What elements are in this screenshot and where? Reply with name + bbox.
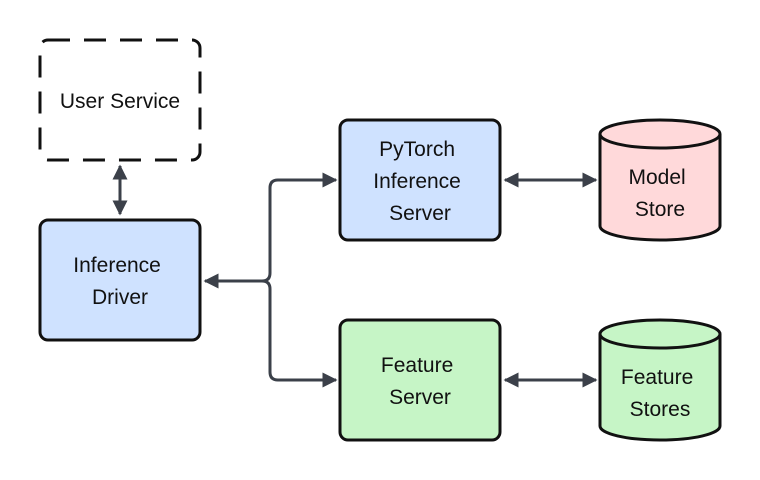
- svg-text:Model Store: Model Store: [628, 166, 691, 221]
- svg-text:PyTorch Inference: PyTorch Inference Server: [373, 138, 466, 225]
- pytorch-label-line1: PyTorch: [379, 138, 455, 161]
- user-service-label: User Service: [60, 90, 180, 113]
- svg-text:User Service: User Service: [60, 90, 180, 113]
- feature-stores-label-line2: Stores: [630, 398, 691, 421]
- svg-text:Inference Driver: Inference Driver: [73, 254, 166, 309]
- inference-driver-label-line1: Inference: [73, 254, 161, 277]
- pytorch-label-line3: Server: [389, 202, 451, 225]
- svg-text:Feature Server: Feature Server: [381, 354, 459, 409]
- model-store-label-line2: Store: [635, 198, 685, 221]
- user-service-node: User Service: [38, 38, 202, 162]
- feature-stores-node: Feature Stores: [598, 318, 722, 442]
- feature-server-node: Feature Server: [338, 318, 502, 442]
- connector-driver-to-feature-server: [261, 279, 338, 388]
- feature-stores-cylinder-top: [598, 318, 722, 350]
- feature-server-box: [338, 318, 502, 442]
- inference-driver-box: [38, 218, 202, 342]
- feature-stores-label-line1: Feature: [621, 366, 693, 389]
- feature-server-label-line2: Server: [389, 386, 451, 409]
- feature-stores-cylinder-body: [598, 334, 722, 442]
- pytorch-inference-server-box: [338, 118, 502, 242]
- connector-driver-to-servers: [203, 172, 338, 289]
- pytorch-label-line2: Inference: [373, 170, 461, 193]
- connectors: [112, 164, 598, 388]
- inference-driver-label-line2: Driver: [92, 286, 148, 309]
- model-store-label-line1: Model: [628, 166, 685, 189]
- svg-text:Feature Stores: Feature Stores: [621, 366, 699, 421]
- model-store-cylinder-top: [598, 118, 722, 150]
- model-store-node: Model Store: [598, 118, 722, 242]
- feature-server-label-line1: Feature: [381, 354, 453, 377]
- inference-driver-node: Inference Driver: [38, 218, 202, 342]
- pytorch-inference-server-node: PyTorch Inference Server: [338, 118, 502, 242]
- model-store-cylinder-body: [598, 134, 722, 242]
